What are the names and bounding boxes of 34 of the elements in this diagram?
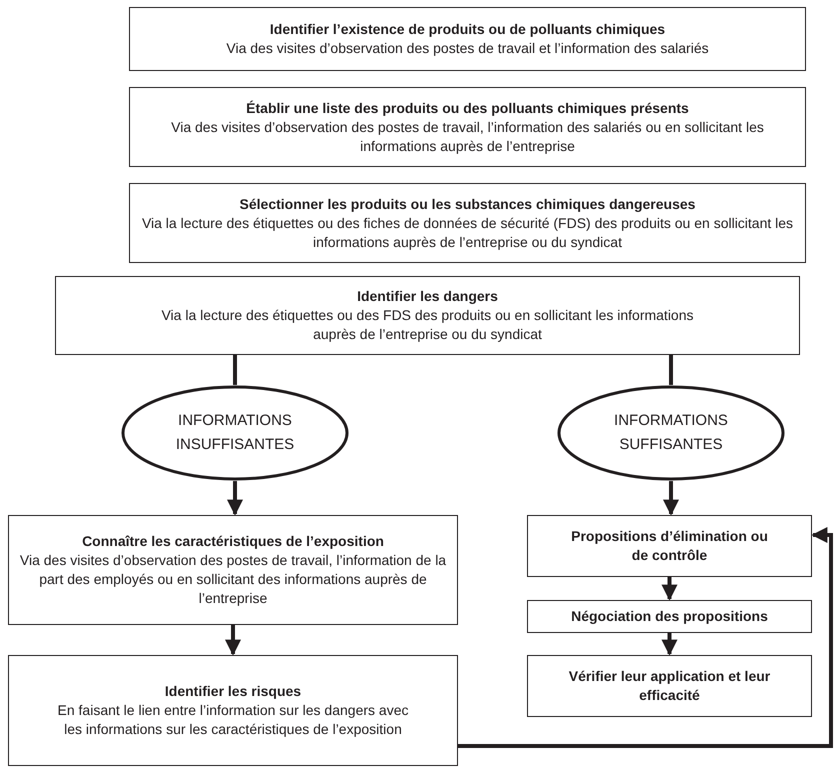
process-box	[527, 515, 812, 577]
decision-ellipse	[557, 385, 785, 481]
process-box	[8, 655, 458, 766]
connector-arrow	[227, 481, 243, 516]
process-box	[8, 515, 458, 625]
step-description: Via des visites d’observation des postes de travail, l’information de la part des employés ou en sollicitant des informations auprès de l’entreprise	[18, 551, 448, 608]
connector-arrow	[663, 481, 679, 516]
step-title: Identifier l’existence de produits ou de polluants chimiques	[270, 20, 666, 39]
process-box	[55, 276, 800, 355]
step-title: Propositions d’élimination ou de contrôle	[570, 527, 769, 565]
step-description: Via la lecture des étiquettes ou des fiches de données de sécurité (FDS) des produits ou en sollicitant les informations auprès de l’entreprise ou du syndicat	[140, 214, 794, 252]
process-box	[129, 87, 806, 167]
process-box	[527, 655, 812, 717]
process-box	[527, 600, 812, 633]
process-box	[129, 183, 806, 263]
connector-arrow	[662, 577, 678, 601]
ellipse-label: INFORMATIONS INSUFFISANTES	[174, 411, 296, 455]
step-description: Via la lecture des étiquettes ou des FDS des produits ou en sollicitant les informations auprès de l’entreprise ou du syndicat	[160, 306, 695, 344]
step-title: Connaître les caractéristiques de l’exposition	[82, 532, 384, 551]
step-title: Négociation des propositions	[571, 607, 768, 626]
ellipse-label: INFORMATIONS SUFFISANTES	[613, 411, 729, 455]
connector-arrow	[458, 527, 833, 748]
connector-arrow	[225, 625, 241, 656]
step-description: En faisant le lien entre l’information sur les dangers avec les informations sur les caractéristiques de l’exposition	[56, 701, 410, 739]
step-title: Sélectionner les produits ou les substances chimiques dangereuses	[240, 194, 696, 214]
step-title: Identifier les dangers	[357, 287, 498, 306]
connector-arrow	[662, 633, 678, 656]
step-title: Identifier les risques	[164, 682, 302, 701]
step-description: Via des visites d’observation des postes de travail et l’information des salariés	[226, 39, 709, 58]
step-title: Vérifier leur application et leur efficacité	[568, 667, 771, 705]
process-box	[129, 7, 806, 71]
step-description: Via des visites d’observation des postes de travail, l’information des salariés ou en sollicitant les informations auprès de l’entreprise	[170, 118, 765, 156]
decision-ellipse	[121, 385, 349, 481]
step-title: Établir une liste des produits ou des polluants chimiques présents	[246, 98, 689, 118]
